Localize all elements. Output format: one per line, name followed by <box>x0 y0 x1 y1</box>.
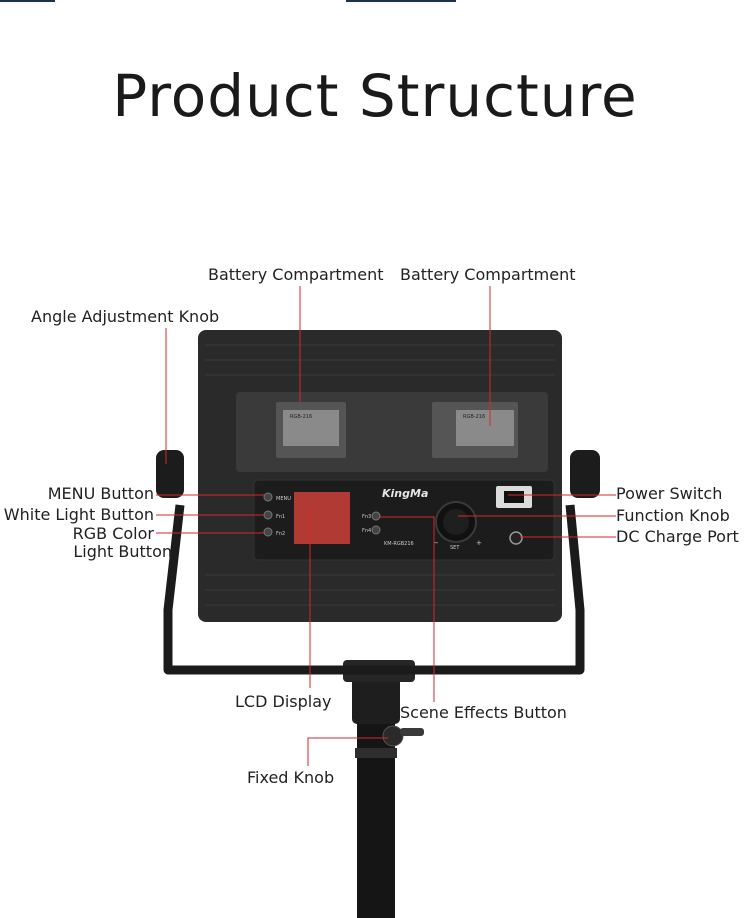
label-dc-charge-port: DC Charge Port <box>616 527 739 546</box>
body-ribs <box>205 344 555 606</box>
model-text: KM-RGB216 <box>384 541 414 547</box>
battery-tag-right: RGB-216 <box>463 414 485 420</box>
top-accent-bar-left <box>0 0 55 2</box>
label-fixed-knob: Fixed Knob <box>247 768 335 787</box>
brand-logo: KingMa <box>382 487 428 500</box>
fixed-knob <box>382 725 404 747</box>
leader-scene <box>380 516 435 702</box>
yoke-bracket <box>163 504 585 675</box>
label-scene-effects-button: Scene Effects Button <box>400 703 567 722</box>
menu-button-text: MENU <box>276 496 291 502</box>
knob-plus-text: + <box>476 539 482 547</box>
label-rgb-color-line1: RGB Color <box>72 524 154 543</box>
dc-charge-port <box>509 531 523 545</box>
fn1-button <box>263 510 273 520</box>
label-power-switch: Power Switch <box>616 484 723 503</box>
fixed-knob-handle <box>400 728 424 736</box>
battery-label-right <box>456 410 514 446</box>
stand-mount <box>352 672 400 724</box>
fn1-button-text: Fn1 <box>276 514 285 520</box>
power-switch-rocker <box>504 491 524 503</box>
fn3-button-text: Fn3 <box>362 514 371 520</box>
leader-fixed-knob <box>307 737 388 766</box>
label-battery-left: Battery Compartment <box>208 265 384 284</box>
fn2-button-text: Fn2 <box>276 531 285 537</box>
label-lcd-display: LCD Display <box>235 692 332 711</box>
fn4-button-text: Fn4 <box>362 528 371 534</box>
battery-label-left <box>283 410 339 446</box>
top-accent-bar-center <box>346 0 456 2</box>
stand-pole-ring <box>355 748 397 758</box>
fn4-button <box>371 525 381 535</box>
angle-knob-right <box>570 450 600 498</box>
label-function-knob: Function Knob <box>616 506 730 525</box>
fn3-button <box>371 511 381 521</box>
battery-tag-left: RGB-216 <box>290 414 312 420</box>
function-knob-cap <box>443 509 469 535</box>
angle-knob-left <box>156 450 184 498</box>
label-battery-right: Battery Compartment <box>400 265 576 284</box>
knob-minus-text: − <box>433 539 439 547</box>
label-rgb-color-line2: Light Button <box>73 542 172 561</box>
fn2-button <box>263 527 273 537</box>
label-white-light-button: White Light Button <box>3 505 154 524</box>
lcd-display <box>294 492 350 544</box>
label-menu-button: MENU Button <box>47 484 154 503</box>
light-body <box>198 330 562 622</box>
knob-set-text: SET <box>450 545 460 551</box>
menu-button <box>263 492 273 502</box>
label-angle-knob: Angle Adjustment Knob <box>31 307 220 326</box>
page-title: Product Structure <box>112 62 638 130</box>
leader-lines <box>156 286 616 766</box>
